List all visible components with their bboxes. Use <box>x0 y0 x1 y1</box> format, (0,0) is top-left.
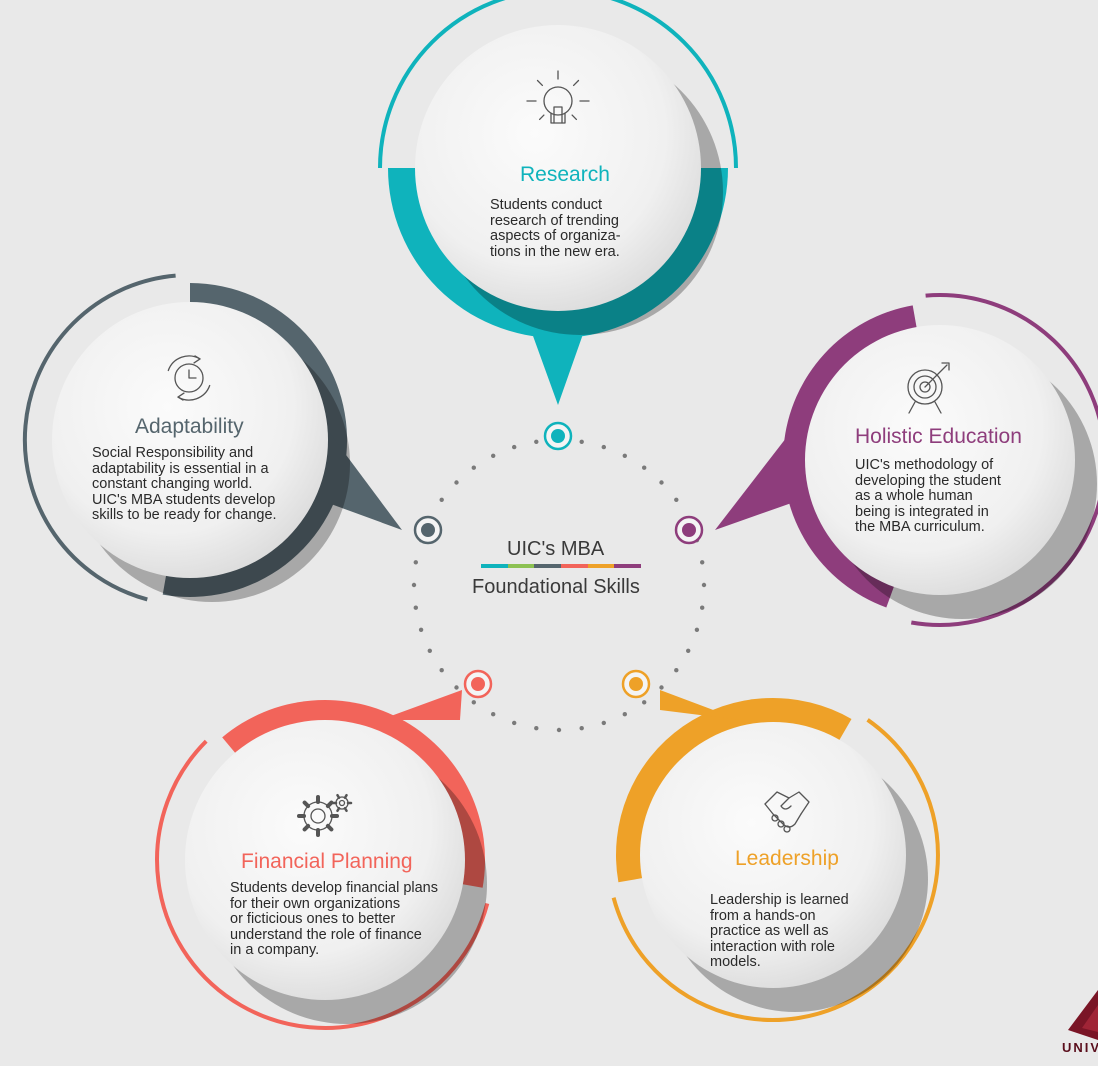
leadership-node <box>611 690 940 1022</box>
research-pointer <box>520 300 595 405</box>
holistic-node <box>715 293 1098 627</box>
ring-dot <box>418 627 424 632</box>
financial-outer-arc <box>155 739 490 1030</box>
ring-dot <box>512 444 517 450</box>
ring-dot <box>534 726 539 731</box>
ring-dot <box>512 720 517 726</box>
adaptability-node <box>22 273 402 602</box>
center-subtitle: Foundational Skills <box>472 576 640 598</box>
adaptability-disc <box>52 302 328 578</box>
center-bar-segment <box>614 564 642 568</box>
ring-dot <box>413 605 418 610</box>
ring-dot <box>694 627 700 632</box>
financial-planning-title: Financial Planning <box>241 850 413 873</box>
ring-dot <box>674 668 679 673</box>
target-icon <box>907 362 950 414</box>
ring-dot <box>642 700 647 705</box>
research-outer-arc <box>378 0 738 169</box>
ring-dot <box>439 497 444 502</box>
center-bar-segment <box>561 564 588 568</box>
center-bar-segment <box>534 564 562 568</box>
ring-dot <box>471 700 476 705</box>
financial-marker-dot <box>471 677 485 691</box>
center-color-bar <box>481 564 642 568</box>
logo-mark-inner <box>1082 1005 1098 1032</box>
ring-dot <box>427 648 432 653</box>
financial-node <box>155 690 490 1030</box>
center-bar-segment <box>587 564 615 568</box>
holistic-pointer <box>715 420 800 530</box>
research-node <box>378 0 738 405</box>
ring-dot <box>579 726 584 731</box>
financial-pointer <box>380 690 462 720</box>
adaptability-outer-arc <box>22 273 176 602</box>
ring-dot <box>700 605 705 610</box>
cycle-clock-icon <box>167 355 211 401</box>
ring-dot <box>491 453 496 458</box>
center-title: UIC's MBA <box>507 538 605 560</box>
adaptability-pointer <box>320 420 402 530</box>
research-title: Research <box>520 163 610 186</box>
ring-dot <box>454 685 459 690</box>
ring-dot <box>642 465 647 470</box>
ring-dot <box>471 465 476 470</box>
ring-dot <box>701 582 707 588</box>
holistic-outer-arc <box>910 293 1098 627</box>
holistic-disc <box>805 325 1075 595</box>
research-disc <box>415 25 701 311</box>
ring-dot <box>413 560 418 565</box>
ring-dot <box>700 560 705 565</box>
ring-markers <box>413 421 704 699</box>
ring-dot <box>674 497 679 502</box>
ring-dot <box>491 712 496 717</box>
skill-nodes <box>22 0 1098 1030</box>
ring-dot <box>601 720 606 726</box>
logo-text: UNIV <box>1062 1040 1098 1055</box>
ring-dot <box>601 444 606 450</box>
ring-dot <box>659 480 664 485</box>
ring-dot <box>686 648 691 653</box>
ring-dot <box>622 453 627 458</box>
leadership-marker-dot <box>629 677 643 691</box>
lightbulb-icon <box>526 70 590 124</box>
ring-dot <box>622 712 627 717</box>
ring-dot <box>579 439 584 444</box>
financial-disc <box>185 720 465 1000</box>
holistic-education-title: Holistic Education <box>855 425 1022 448</box>
center-bar-segment <box>507 564 535 568</box>
holistic-marker-dot <box>682 523 696 537</box>
ring-dot <box>534 439 539 444</box>
handshake-icon <box>764 791 810 833</box>
adaptability-title: Adaptability <box>135 415 244 438</box>
ring-dot <box>439 668 444 673</box>
gears-icon <box>297 793 353 837</box>
leadership-disc <box>640 722 906 988</box>
ring-dot <box>659 685 664 690</box>
leadership-outer-arc <box>611 718 940 1022</box>
leadership-title: Leadership <box>735 847 839 870</box>
ring-dot <box>454 480 459 485</box>
ring-dot <box>556 727 562 733</box>
adaptability-marker-dot <box>421 523 435 537</box>
leadership-pointer <box>660 690 740 720</box>
center-bar-segment <box>481 564 508 568</box>
research-marker-dot <box>551 429 565 443</box>
ring-dot <box>411 582 417 588</box>
logo <box>1068 990 1098 1040</box>
